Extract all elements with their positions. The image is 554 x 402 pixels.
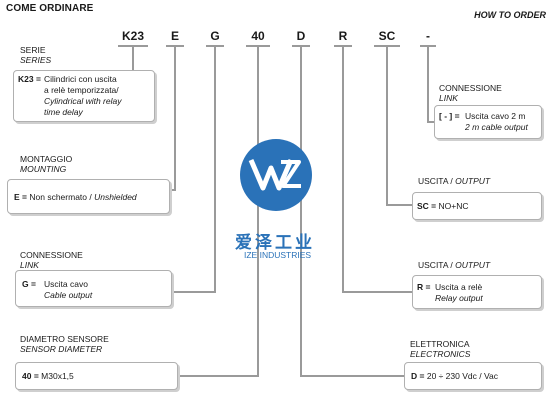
connessione-right-title: CONNESSIONE LINK [439, 83, 502, 103]
line-link-cable [427, 46, 434, 123]
uscita-sc-box: SC = NO+NC [412, 192, 542, 220]
watermark-cn: 爱泽工业 [235, 233, 315, 252]
montaggio-box: E = Non schermato / Unshielded [7, 179, 170, 214]
page-title-en: HOW TO ORDER [474, 10, 546, 20]
elettronica-box: D = 20 ÷ 230 Vdc / Vac [404, 362, 542, 390]
line-output-sc [386, 46, 412, 206]
uscita-sc-title: USCITA / OUTPUT [418, 176, 491, 186]
line-link [172, 46, 216, 293]
uscita-r-title: USCITA / OUTPUT [418, 260, 491, 270]
ize-logo-icon [240, 139, 312, 211]
page-title: COME ORDINARE [6, 3, 94, 14]
watermark-en: IZE INDUSTRIES [244, 250, 312, 260]
line-output-r [342, 46, 412, 293]
serie-box: K23 = Cilindrici con uscita a relè tempo… [13, 70, 155, 122]
line-mounting [170, 46, 176, 191]
uscita-r-box: R = Uscita a relè Relay output [412, 275, 542, 309]
connessione-left-box: G = Uscita cavo Cable output [15, 270, 172, 307]
connessione-left-title: CONNESSIONE LINK [20, 250, 83, 270]
elettronica-title: ELETTRONICA ELECTRONICS [410, 339, 471, 359]
line-electronics [300, 46, 404, 377]
connessione-right-box: [ - ] = Uscita cavo 2 m 2 m cable output [434, 105, 542, 139]
diametro-box: 40 = M30x1,5 [15, 362, 178, 390]
montaggio-title: MONTAGGIO MOUNTING [20, 154, 73, 174]
diametro-title: DIAMETRO SENSORE SENSOR DIAMETER [20, 334, 109, 354]
serie-key: K23 = [18, 74, 41, 84]
serie-title: SERIE SERIES [20, 45, 52, 65]
